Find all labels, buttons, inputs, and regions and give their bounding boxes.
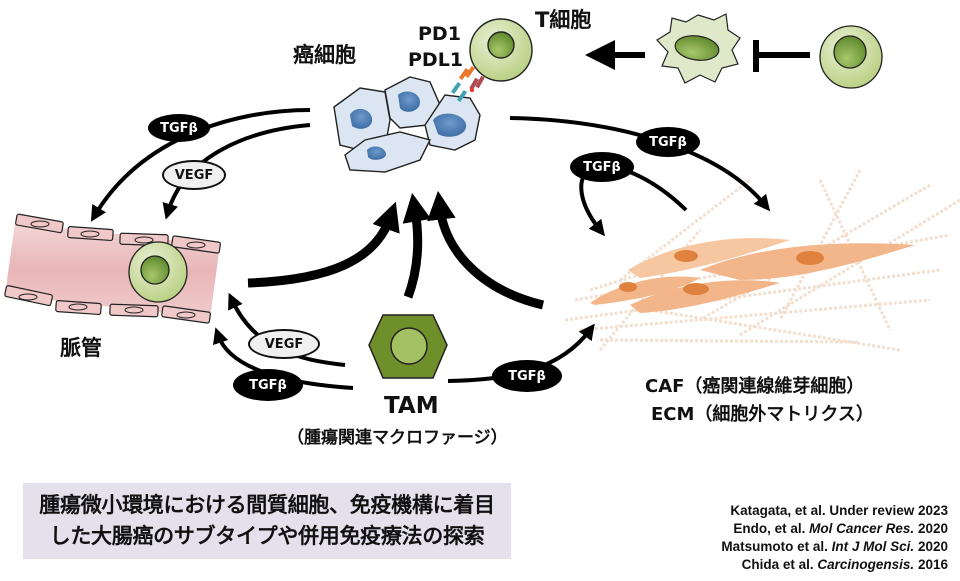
- cancer-cells: [333, 76, 481, 173]
- pdl1-label: PDL1: [408, 49, 464, 71]
- summary-line-2: した大腸癌のサブタイプや併用免疫療法の探索: [49, 524, 485, 548]
- pd1-label: PD1: [418, 23, 461, 45]
- main-arrows: [247, 190, 545, 310]
- tgfb-pill-tam-vessel: TGFβ: [233, 369, 303, 401]
- cancer-cell-label: 癌細胞: [293, 43, 356, 67]
- tam-cell: [368, 314, 448, 379]
- reference-item: Matsumoto et al. Int J Mol Sci. 2020: [721, 539, 948, 554]
- vegf-pill-tam-vessel: VEGF: [248, 329, 320, 359]
- blood-vessel: [4, 213, 221, 324]
- t-cell: [469, 18, 533, 82]
- caf-cell: [628, 238, 790, 278]
- tgfb-pill-tam-caf: TGFβ: [492, 360, 562, 392]
- tgfb-pill-cancer-caf: TGFβ: [636, 127, 700, 157]
- reference-item: Katagata, et al. Under review 2023: [730, 503, 948, 518]
- reference-item: Endo, et al. Mol Cancer Res. 2020: [733, 521, 948, 536]
- vessel-label: 脈管: [60, 336, 102, 360]
- tgfb-pill-caf-autocrine: TGFβ: [570, 152, 634, 182]
- references: Katagata, et al. Under review 2023 Endo,…: [721, 502, 948, 574]
- t-cell-label: T細胞: [535, 8, 592, 32]
- tgfb-pill-cancer-vessel: TGFβ: [148, 114, 210, 142]
- reference-item: Chida et al. Carcinogensis. 2016: [741, 557, 948, 572]
- tam-full-label: （腫瘍関連マクロファージ）: [287, 428, 508, 448]
- precursor-cell: [819, 25, 883, 89]
- caf-cell: [590, 276, 700, 305]
- tam-label: TAM: [384, 393, 439, 419]
- caf-cells: [590, 238, 915, 313]
- caf-label: CAF（癌関連線維芽細胞）: [645, 376, 865, 397]
- pd1-pdl1-receptors: [450, 65, 485, 103]
- summary-line-1: 腫瘍微小環境における間質細胞、免疫機構に着目: [39, 493, 495, 517]
- inhibition-bar: [753, 40, 810, 72]
- ecm-label: ECM（細胞外マトリクス）: [651, 404, 874, 425]
- caf-cell: [630, 280, 780, 313]
- vegf-pill-cancer-vessel: VEGF: [162, 160, 226, 190]
- summary-box: 腫瘍微小環境における間質細胞、免疫機構に着目 した大腸癌のサブタイプや併用免疫療…: [23, 483, 511, 559]
- suppressor-cell: [656, 13, 741, 84]
